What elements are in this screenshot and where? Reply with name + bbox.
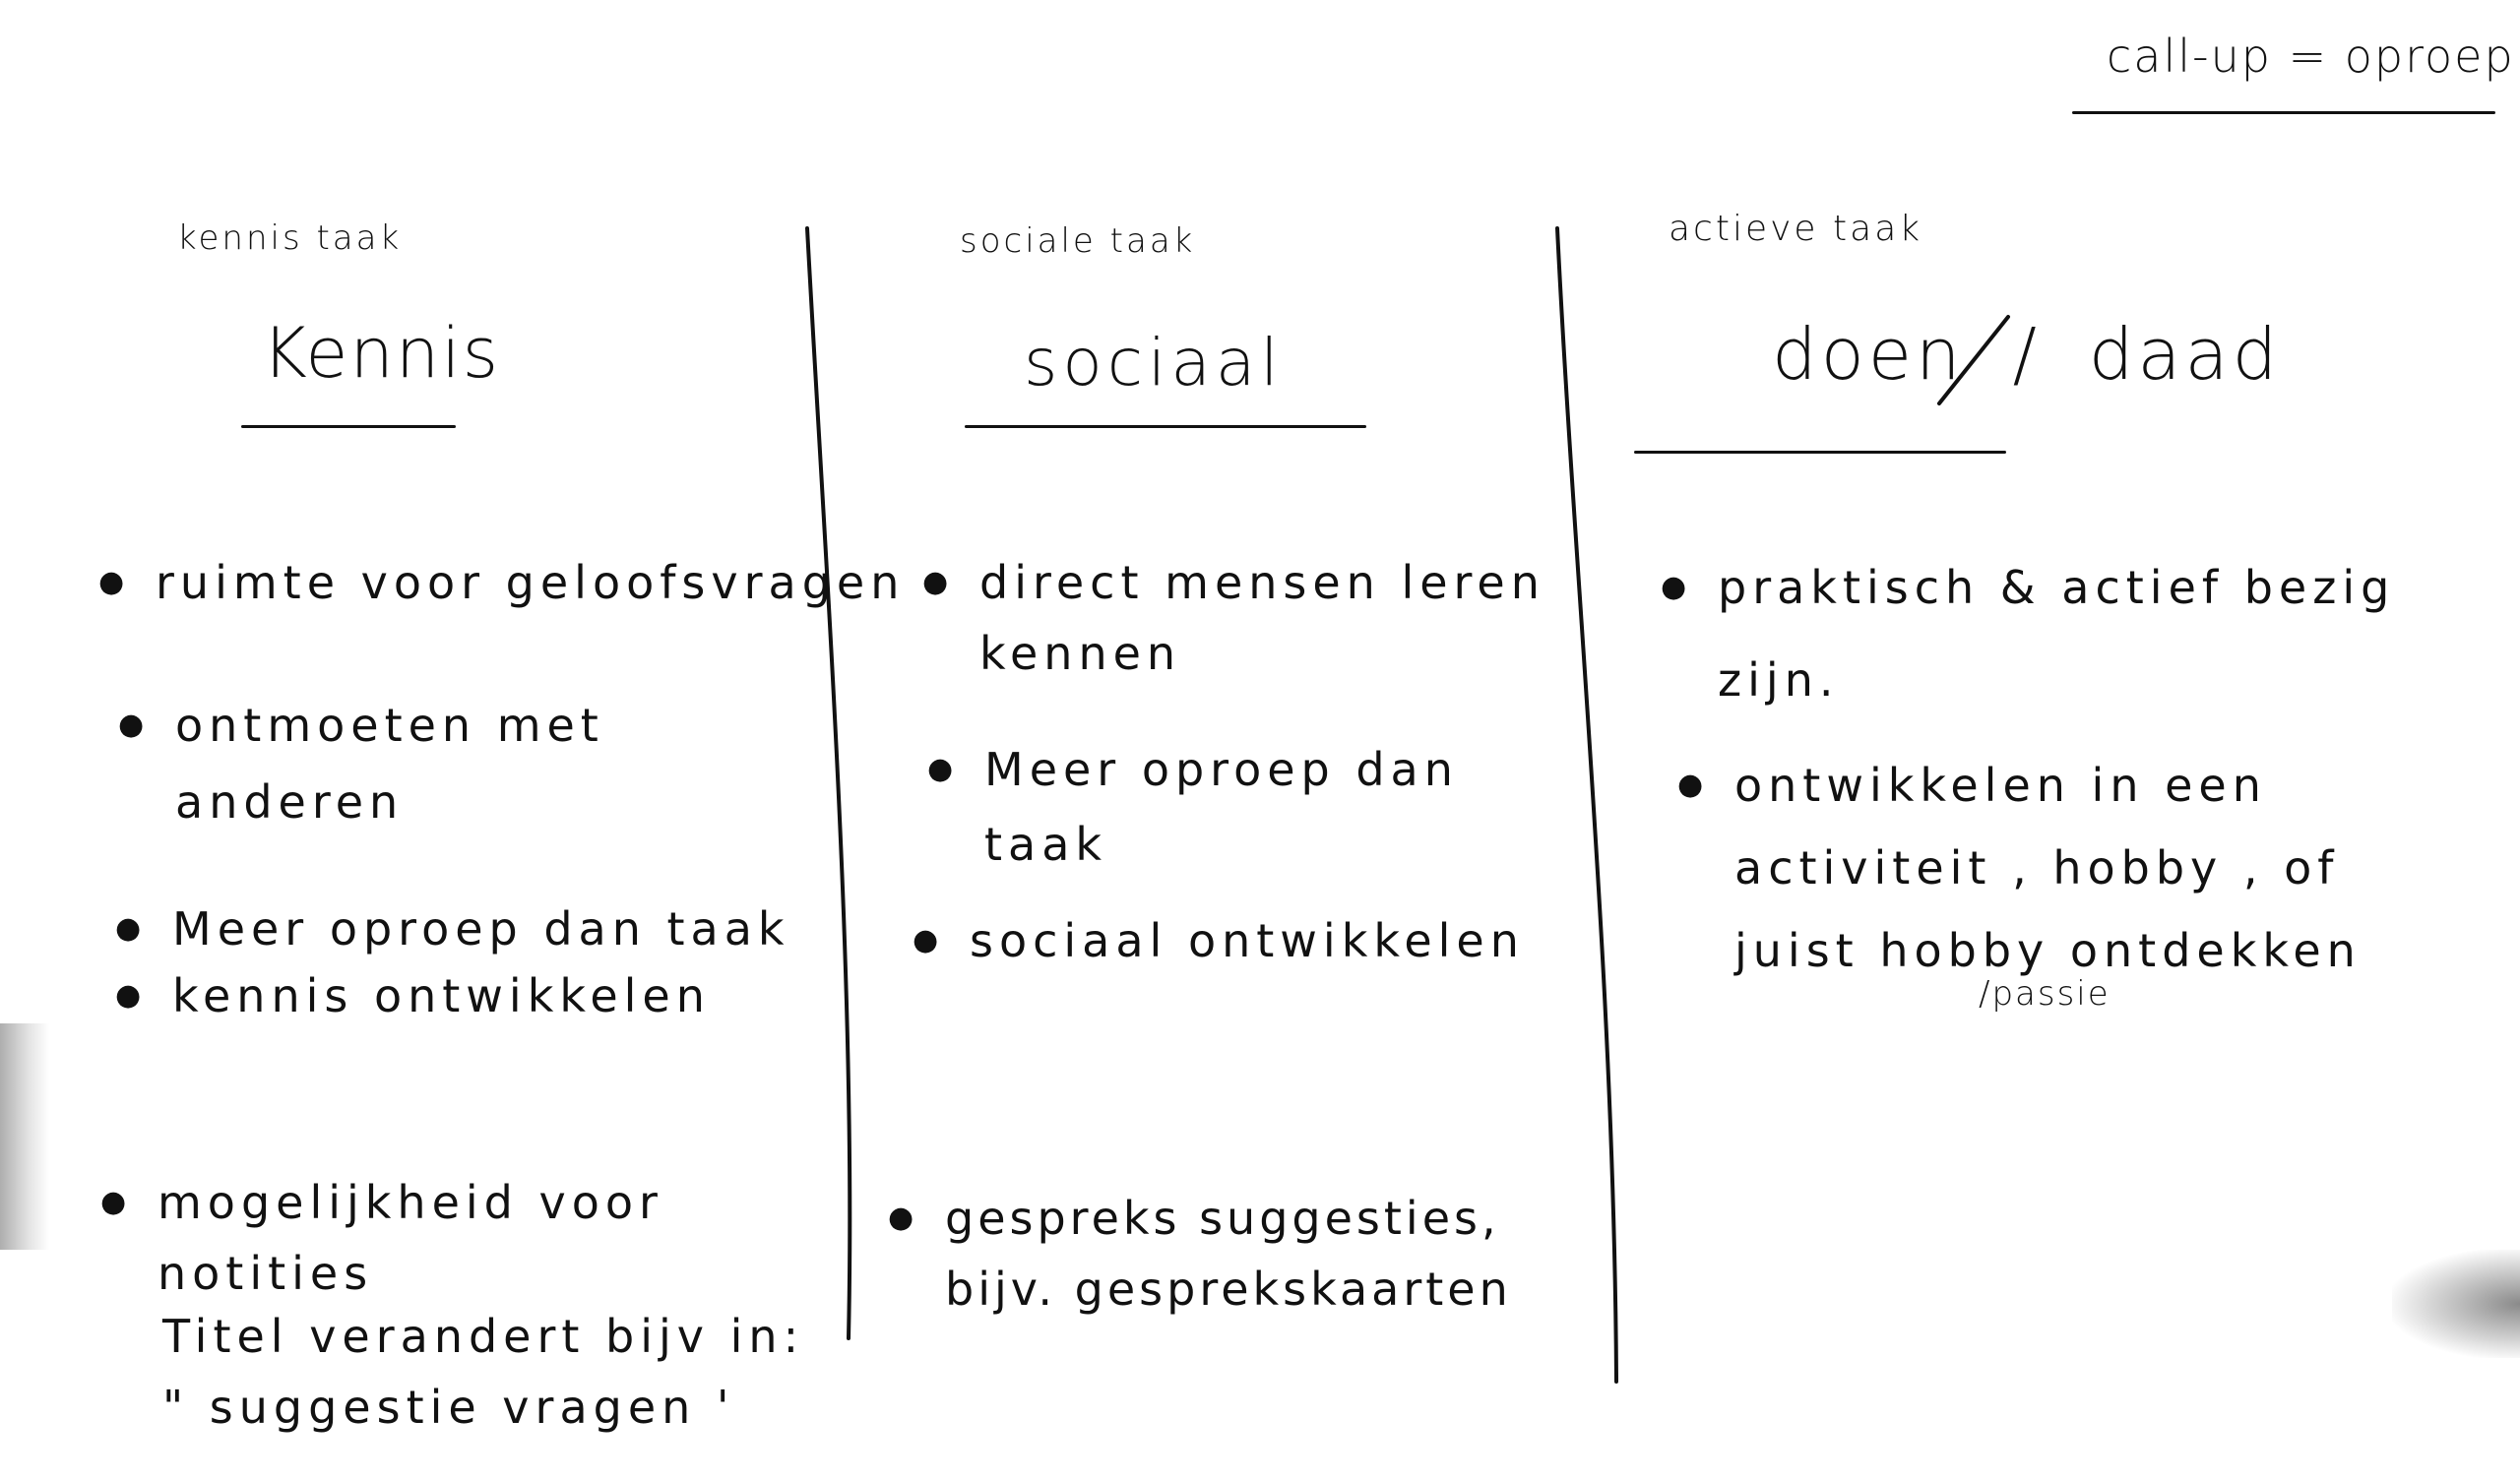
column-1-heading: Kennis bbox=[262, 313, 501, 394]
extra-line: " suggestie vragen ' bbox=[162, 1381, 735, 1434]
bullet-icon: ● bbox=[1677, 768, 1710, 802]
header-note: call-up = oproep bbox=[2107, 30, 2515, 83]
bullet-icon: ● bbox=[115, 978, 148, 1013]
bullet-icon: ● bbox=[888, 1201, 918, 1235]
column-1-small-label: kennis taak bbox=[177, 218, 403, 258]
column-1-note-2: ● ontmoeten met anderen bbox=[118, 687, 604, 840]
column-3-heading-underline bbox=[1634, 451, 2006, 454]
extra-line: Titel verandert bijv in: bbox=[162, 1310, 805, 1363]
note-line: ontmoeten met bbox=[175, 699, 604, 752]
bullet-icon: ● bbox=[98, 565, 131, 599]
bullet-icon: ● bbox=[100, 1185, 133, 1219]
note-line: kennis ontwikkelen bbox=[172, 969, 711, 1022]
note-line: gespreks suggesties, bbox=[945, 1192, 1500, 1245]
column-2-heading-underline bbox=[965, 425, 1366, 428]
column-2-note-1: ● direct mensen leren kennen bbox=[922, 547, 1545, 689]
header-note-underline bbox=[2072, 111, 2495, 114]
note-line: juist hobby ontdekken bbox=[1734, 924, 2362, 977]
column-1-note-3: ● Meer oproep dan taak bbox=[115, 894, 790, 964]
note-line: activiteit , hobby , of bbox=[1734, 841, 2340, 894]
column-1-note-4: ● kennis ontwikkelen bbox=[115, 960, 711, 1031]
bullet-icon: ● bbox=[118, 708, 151, 742]
note-line: direct mensen leren bbox=[979, 556, 1545, 609]
note-line: zijn. bbox=[1718, 653, 1840, 707]
bullet-icon: ● bbox=[115, 911, 148, 946]
column-2-heading: sociaal bbox=[1024, 325, 1284, 401]
bullet-icon: ● bbox=[1661, 570, 1693, 604]
heading-slash bbox=[1937, 315, 2010, 405]
column-3-note-1: ● praktisch & actief bezig zijn. bbox=[1661, 541, 2396, 726]
note-line: taak bbox=[984, 818, 1108, 871]
paper-shadow-left bbox=[0, 1023, 49, 1250]
column-1-note-1: ● ruimte voor geloofsvragen bbox=[98, 547, 906, 618]
column-2-note-2: ● Meer oproep dan taak bbox=[927, 732, 1459, 882]
bullet-icon: ● bbox=[927, 752, 960, 786]
paper-shadow-right bbox=[2392, 1250, 2520, 1358]
column-3-small-label: actieve taak bbox=[1669, 209, 1923, 249]
column-1-heading-underline bbox=[241, 425, 456, 428]
column-3-heading: doen / daad bbox=[1772, 313, 2282, 396]
column-1-note-5: ● mogelijkheid voor notities bbox=[100, 1167, 663, 1309]
divider-right bbox=[1555, 226, 1618, 1384]
note-line: sociaal ontwikkelen bbox=[970, 914, 1525, 967]
note-line: ontwikkelen in een bbox=[1734, 759, 2267, 812]
column-3-extra: /passie bbox=[1979, 974, 2110, 1014]
bullet-icon: ● bbox=[922, 565, 955, 599]
divider-left bbox=[805, 226, 852, 1340]
column-2-small-label: sociale taak bbox=[960, 221, 1196, 261]
note-line: praktisch & actief bezig bbox=[1718, 561, 2396, 614]
bullet-icon: ● bbox=[913, 923, 945, 957]
note-line: Meer oproep dan taak bbox=[172, 902, 790, 956]
note-line: Meer oproep dan bbox=[984, 743, 1459, 796]
note-line: anderen bbox=[175, 775, 405, 829]
note-line: bijv. gesprekskaarten bbox=[945, 1263, 1512, 1316]
column-2-note-3: ● sociaal ontwikkelen bbox=[913, 905, 1525, 976]
column-3-note-2: ● ontwikkelen in een activiteit , hobby … bbox=[1677, 744, 2362, 992]
note-line: ruimte voor geloofsvragen bbox=[156, 556, 906, 609]
note-line: mogelijkheid voor bbox=[158, 1176, 663, 1229]
note-line: notities bbox=[158, 1247, 374, 1300]
note-line: kennen bbox=[979, 627, 1182, 680]
column-1-extra: Titel verandert bijv in: " suggestie vra… bbox=[162, 1301, 804, 1443]
column-2-note-4: ● gespreks suggesties, bijv. gesprekskaa… bbox=[888, 1183, 1512, 1325]
